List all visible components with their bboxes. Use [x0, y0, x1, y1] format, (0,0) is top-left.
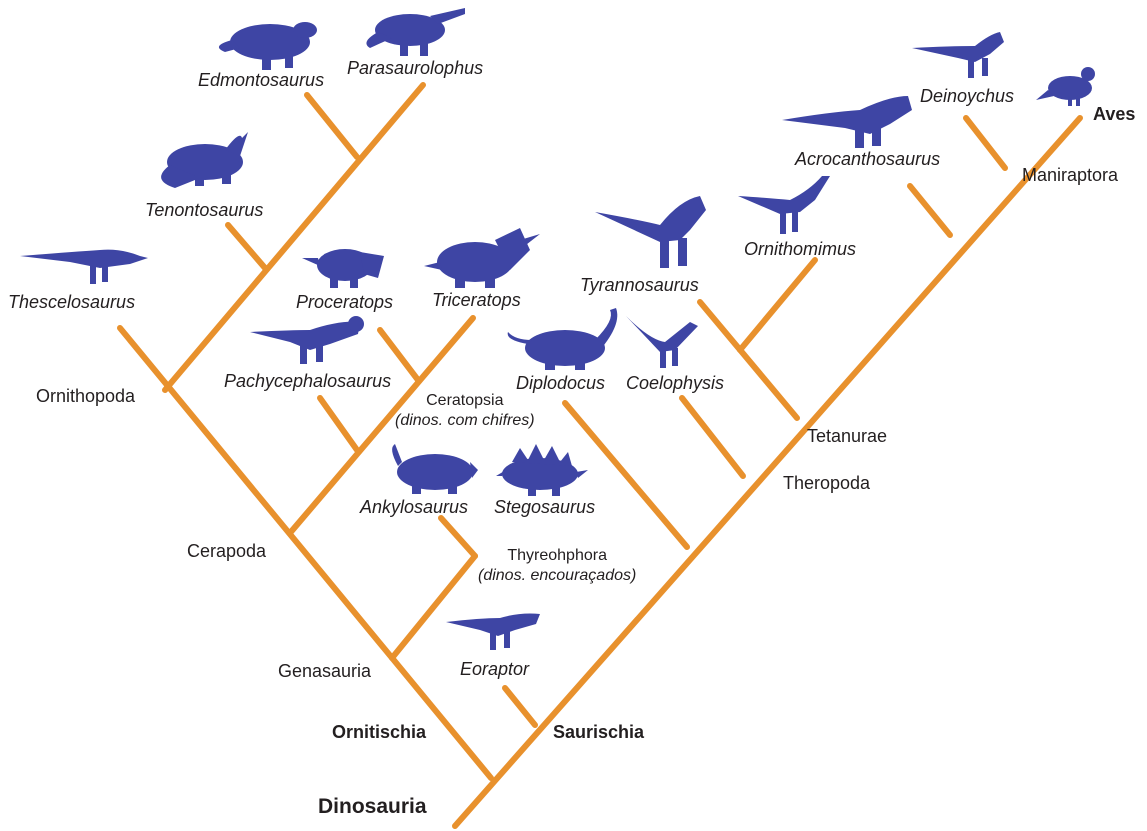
- stegosaurus-silhouette-icon: [496, 444, 588, 496]
- thyreophora-name: Thyreohphora: [507, 547, 607, 564]
- branch-proceratops: [377, 327, 421, 383]
- taxon-label-pachycephalosaurus: Pachycephalosaurus: [224, 371, 392, 391]
- proceratops-silhouette-icon: [302, 249, 384, 288]
- diplodocus-silhouette-icon: [507, 308, 618, 370]
- ankylosaurus-silhouette-icon: [392, 444, 478, 494]
- eoraptor-silhouette-icon: [446, 613, 540, 650]
- ceratopsia-name: Ceratopsia: [426, 392, 504, 409]
- clade-label-ceratopsia: Ceratopsia (dinos. com chifres): [395, 391, 535, 431]
- taxon-label-stegosaurus: Stegosaurus: [494, 497, 596, 517]
- acrocanthosaurus-silhouette-icon: [782, 96, 912, 148]
- branch-tetanurae: [697, 299, 800, 421]
- branch-ornithischia: [117, 325, 494, 781]
- branch-marginocephalia: [287, 315, 476, 536]
- taxon-label-edmontosaurus: Edmontosaurus: [198, 70, 325, 90]
- taxon-label-acrocanthosaurus: Acrocanthosaurus: [795, 149, 941, 169]
- branch-tenontosaurus: [225, 222, 268, 271]
- parasaurolophus-silhouette-icon: [366, 8, 465, 56]
- triceratops-silhouette-icon: [424, 228, 540, 288]
- taxon-label-eoraptor: Eoraptor: [460, 659, 530, 679]
- taxon-label-parasaurolophus: Parasaurolophus: [347, 58, 484, 78]
- taxon-label-coelophysis: Coelophysis: [626, 373, 725, 393]
- ornithomimus-silhouette-icon: [738, 176, 830, 234]
- clade-label-genasauria: Genasauria: [278, 661, 372, 681]
- taxon-label-ornithomimus: Ornithomimus: [744, 239, 857, 259]
- coelophysis-silhouette-icon: [626, 316, 698, 368]
- clade-label-ornitischia: Ornitischia: [332, 722, 427, 742]
- clade-label-saurischia: Saurischia: [553, 722, 645, 742]
- branch-acrocanthosaurus: [907, 183, 953, 238]
- taxon-label-ankylosaurus: Ankylosaurus: [360, 497, 469, 517]
- clade-label-aves: Aves: [1093, 104, 1136, 124]
- branch-thyreophora: [389, 553, 478, 661]
- clade-label-theropoda: Theropoda: [783, 473, 871, 493]
- clade-label-ornithopoda: Ornithopoda: [36, 386, 136, 406]
- branch-ankylosaurus: [438, 515, 478, 559]
- pachycephalosaurus-silhouette-icon: [250, 316, 364, 364]
- taxon-label-deinoychus: Deinoychus: [920, 86, 1015, 106]
- clade-label-thyreophora: Thyreohphora (dinos. encouraçados): [478, 546, 636, 586]
- tree-branches: [117, 82, 1083, 829]
- branch-eoraptor: [502, 685, 538, 728]
- tyrannosaurus-silhouette-icon: [595, 196, 706, 268]
- branch-edmontosaurus: [304, 92, 360, 160]
- branch-deinoychus: [963, 115, 1008, 171]
- ceratopsia-note: (dinos. com chifres): [395, 412, 535, 429]
- branch-diplodocus: [562, 400, 690, 550]
- branch-trunk: [452, 115, 1083, 829]
- branch-pachycephalosaurus: [317, 395, 360, 453]
- taxon-label-proceratops: Proceratops: [296, 292, 394, 312]
- thyreophora-note: (dinos. encouraçados): [478, 567, 637, 584]
- clade-label-tetanurae: Tetanurae: [807, 426, 888, 446]
- branch-ornithomimus: [737, 257, 818, 353]
- tenontosaurus-silhouette-icon: [161, 132, 248, 188]
- branch-ornithopoda-clade: [162, 82, 426, 393]
- edmontosaurus-silhouette-icon: [218, 22, 317, 70]
- deinoychus-silhouette-icon: [912, 32, 1004, 78]
- clade-label-maniraptora: Maniraptora: [1022, 165, 1119, 185]
- root-label-dinosauria: Dinosauria: [318, 795, 427, 818]
- taxon-label-triceratops: Triceratops: [432, 290, 521, 310]
- clade-label-cerapoda: Cerapoda: [187, 541, 267, 561]
- taxon-label-thescelosaurus: Thescelosaurus: [8, 292, 136, 312]
- taxon-label-tyrannosaurus: Tyrannosaurus: [580, 275, 699, 295]
- taxon-label-tenontosaurus: Tenontosaurus: [145, 200, 264, 220]
- bird-silhouette-icon: [1036, 67, 1095, 106]
- thescelosaurus-silhouette-icon: [20, 249, 148, 284]
- taxon-label-diplodocus: Diplodocus: [516, 373, 606, 393]
- branch-theropoda: [679, 395, 746, 479]
